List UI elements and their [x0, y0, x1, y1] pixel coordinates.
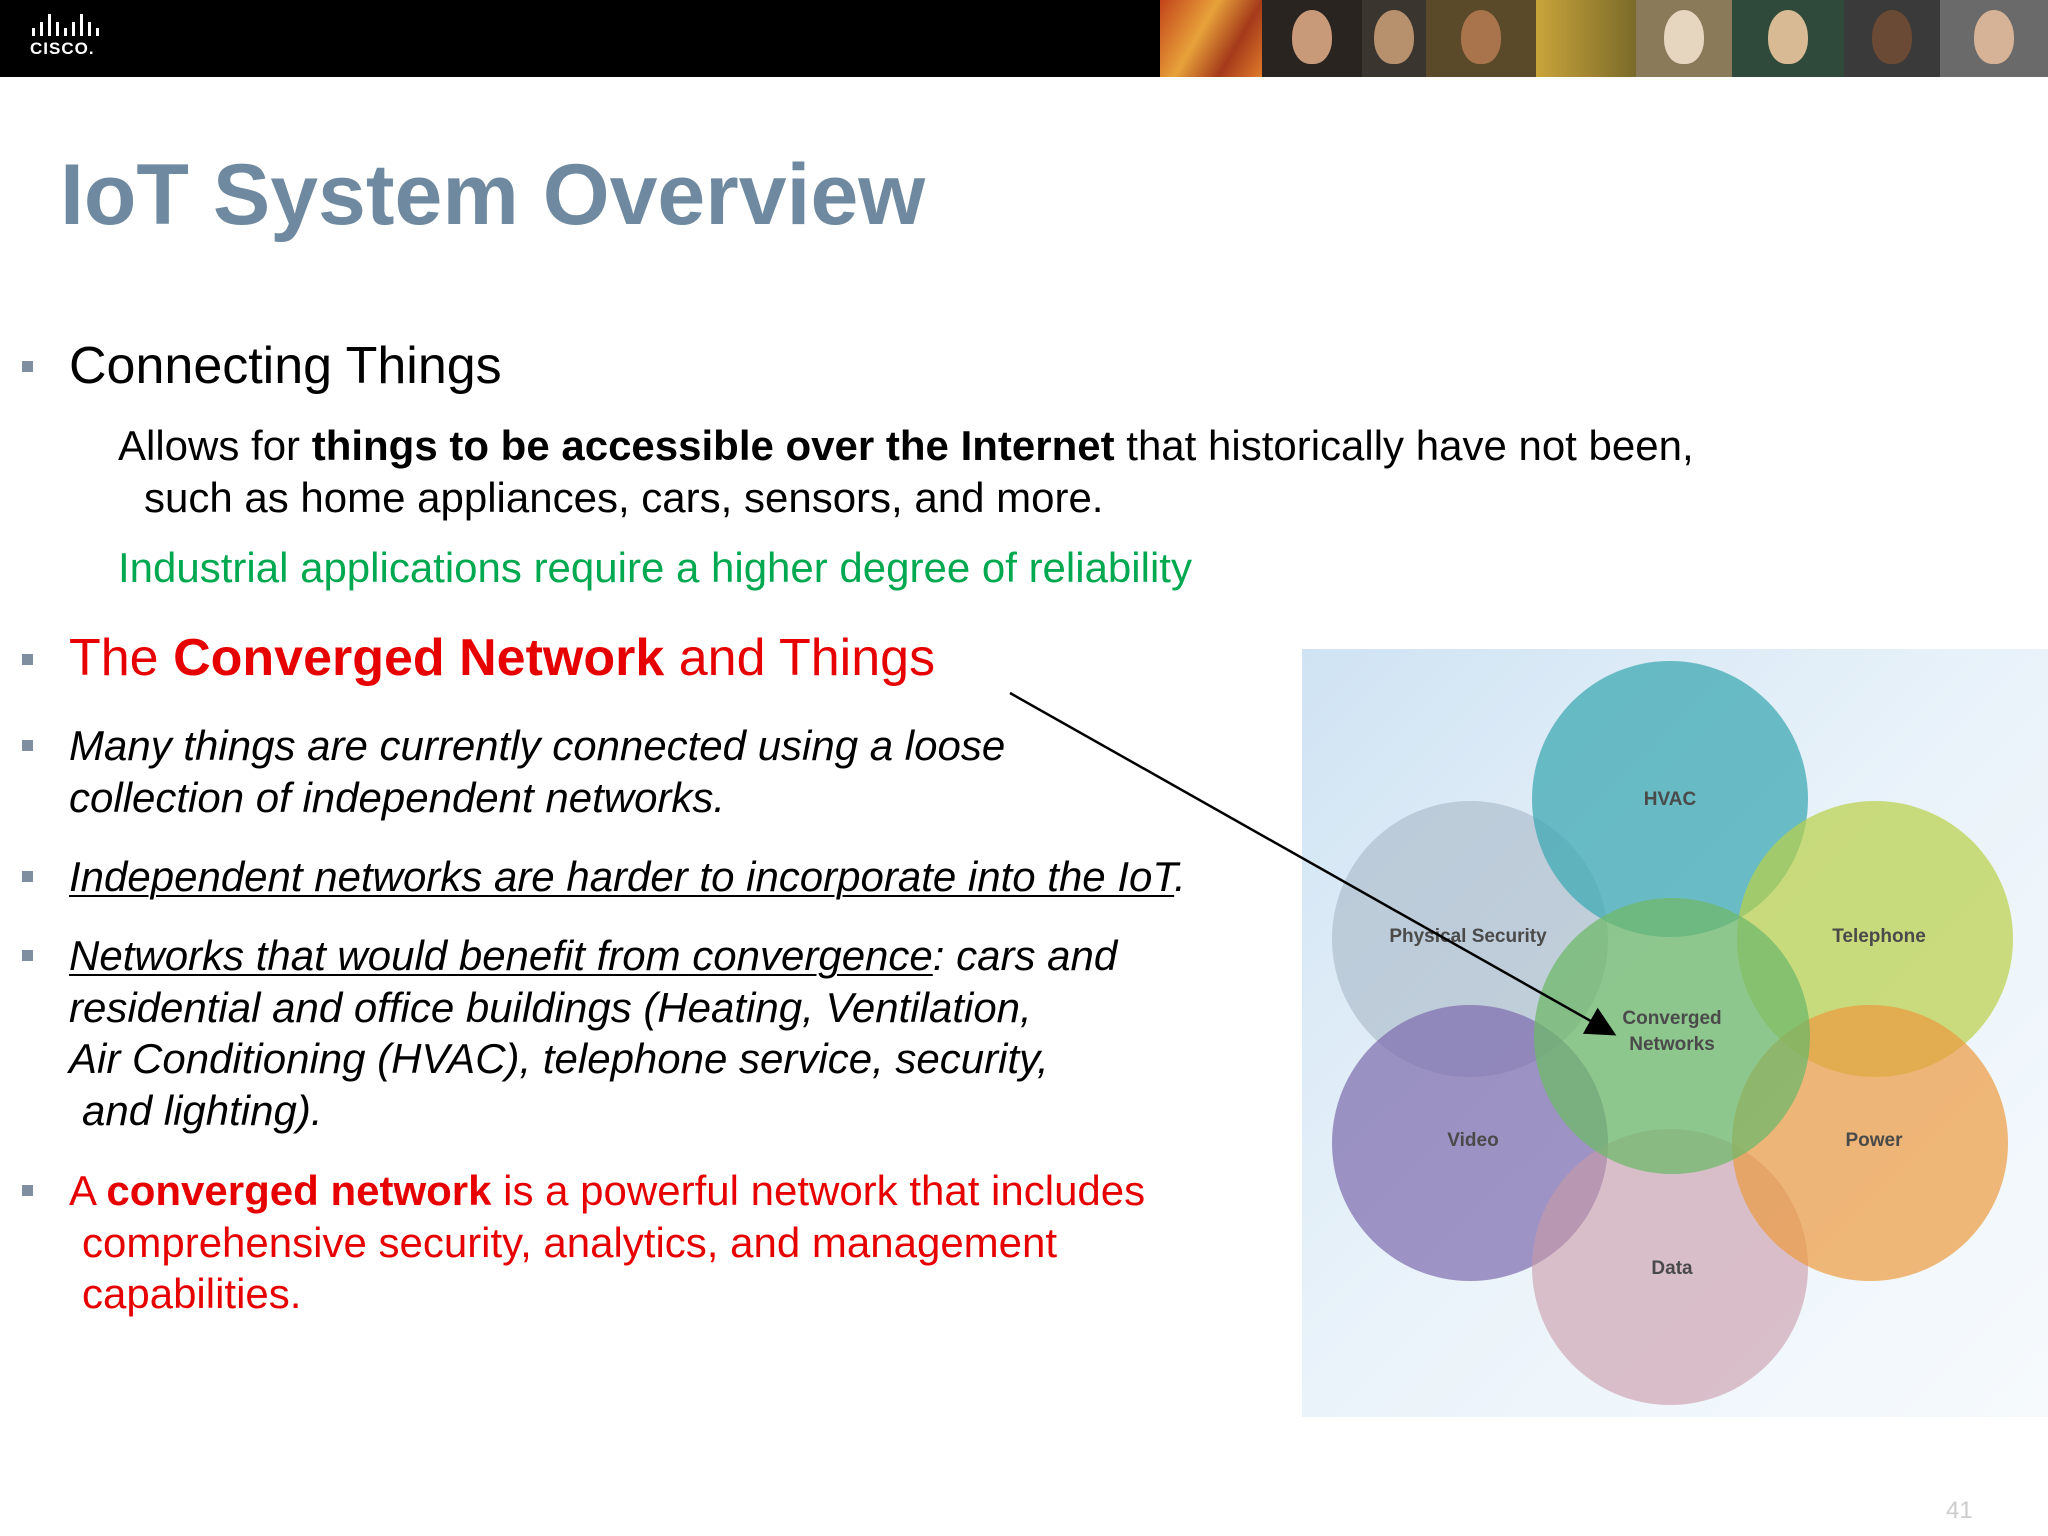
label-physical-security: Physical Security: [1389, 926, 1547, 947]
label-video: Video: [1447, 1130, 1498, 1151]
cisco-wordmark: CISCO.: [30, 39, 95, 58]
item3-line2: residential and office buildings (Heatin…: [69, 984, 1032, 1031]
circle-data: [1532, 1129, 1808, 1405]
section1-heading: Connecting Things: [69, 337, 502, 395]
bullet-marker: [22, 871, 33, 882]
bullet-marker: [22, 740, 33, 751]
label-converged-line2: Networks: [1629, 1034, 1715, 1055]
label-converged-line1: Converged: [1622, 1008, 1721, 1029]
bullet-marker: [22, 361, 33, 372]
item3-line3: Air Conditioning (HVAC), telephone servi…: [69, 1035, 1049, 1082]
item3-line4: and lighting).: [82, 1087, 323, 1134]
label-power: Power: [1845, 1130, 1903, 1151]
bullet-marker: [22, 654, 33, 665]
converged-network-diagram: HVAC Physical Security Telephone Converg…: [1302, 649, 2048, 1417]
bullet-marker: [22, 950, 33, 961]
top-banner: CISCO.: [0, 0, 2048, 77]
circle-video: [1332, 1005, 1608, 1281]
photo-tile-pattern: [1536, 0, 1636, 77]
item2-text: Independent networks are harder to incor…: [69, 853, 1186, 900]
bullet-marker: [22, 1185, 33, 1196]
photo-tile-person: [1426, 0, 1536, 77]
photo-tile-person: [1262, 0, 1362, 77]
page-number: 41: [1946, 1497, 1973, 1524]
label-hvac: HVAC: [1644, 789, 1697, 810]
item4-line2: comprehensive security, analytics, and m…: [82, 1219, 1058, 1266]
photo-tile-person: [1362, 0, 1426, 77]
slide-title: IoT System Overview: [60, 147, 926, 243]
photo-tile-person: [1940, 0, 2048, 77]
item1-line2: collection of independent networks.: [69, 774, 726, 821]
section1-paragraph-line2: such as home appliances, cars, sensors, …: [144, 474, 1104, 521]
cisco-bars-icon: [30, 14, 120, 36]
section1-paragraph-line1: Allows for things to be accessible over …: [118, 422, 1694, 469]
photo-tile-person: [1732, 0, 1844, 77]
item4-line3: capabilities.: [82, 1270, 302, 1317]
photo-strip: [1160, 0, 2048, 77]
item3-line1: Networks that would benefit from converg…: [69, 932, 1118, 979]
venn-diagram: HVAC Physical Security Telephone Converg…: [1332, 661, 2013, 1405]
photo-tile-person: [1844, 0, 1940, 77]
item4-line1: A converged network is a powerful networ…: [69, 1167, 1146, 1214]
label-telephone: Telephone: [1832, 926, 1926, 947]
section2-heading: The Converged Network and Things: [69, 629, 936, 687]
label-data: Data: [1651, 1258, 1693, 1279]
item1-line1: Many things are currently connected usin…: [69, 722, 1006, 769]
cisco-logo: CISCO.: [30, 14, 120, 64]
section1-reliability-note: Industrial applications require a higher…: [118, 544, 1192, 591]
photo-tile-person: [1636, 0, 1732, 77]
photo-tile-pattern: [1160, 0, 1262, 77]
